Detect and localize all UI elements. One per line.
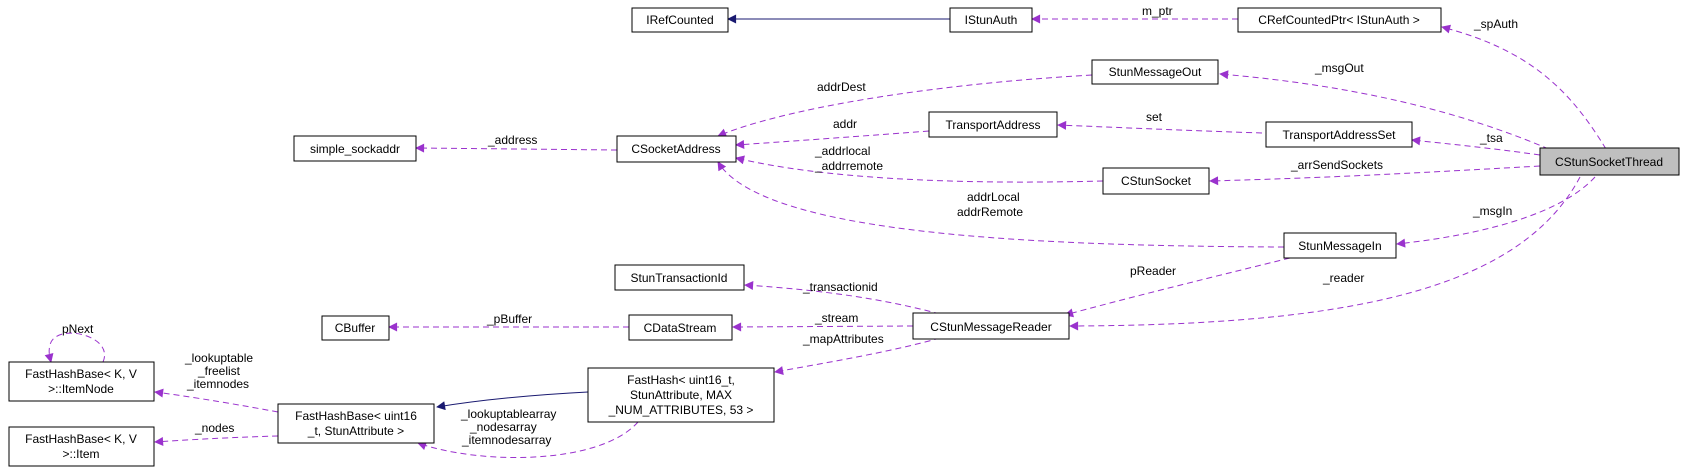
edge-label-addr: addr: [833, 117, 857, 131]
edge-stunmessagein-reader: [1064, 257, 1291, 318]
edge-label-reader: _reader: [1322, 271, 1364, 285]
svg-text:StunMessageOut: StunMessageOut: [1109, 65, 1202, 79]
edge-label-addrlocal-remote-caps: addrLocal: [967, 190, 1020, 204]
svg-text:StunMessageIn: StunMessageIn: [1298, 239, 1381, 253]
edge-label-pbuffer: _pBuffer: [486, 312, 532, 326]
edge-csocketaddress-simplesockaddr: [415, 143, 618, 153]
edge-itemnode-pnext: [44, 332, 106, 363]
node-crefcountedptr[interactable]: CRefCountedPtr< IStunAuth >: [1237, 7, 1442, 33]
node-istunauth[interactable]: IStunAuth: [949, 7, 1033, 33]
svg-text:CBuffer: CBuffer: [335, 321, 375, 335]
edge-label-addrdest: addrDest: [817, 80, 866, 94]
edge-label-freelist: _freelist: [197, 364, 241, 378]
edge-tasset-transportaddress: [1057, 120, 1263, 134]
node-irefcounted[interactable]: IRefCounted: [631, 7, 729, 33]
edge-label-nodes: _nodes: [194, 421, 234, 435]
edge-cstunsocket-csocketaddress: [735, 155, 1104, 183]
svg-text:CDataStream: CDataStream: [644, 321, 717, 335]
node-stunmessagein[interactable]: StunMessageIn: [1283, 232, 1397, 259]
svg-text:CStunMessageReader: CStunMessageReader: [930, 320, 1051, 334]
node-stuntransactionid[interactable]: StunTransactionId: [614, 264, 745, 291]
edge-label-preader: pReader: [1130, 264, 1176, 278]
edge-label-itemnodesarray: _itemnodesarray: [461, 433, 551, 447]
svg-text:StunAttribute, MAX: StunAttribute, MAX: [630, 388, 732, 402]
edge-thread-stunmessageout: [1219, 70, 1559, 154]
node-fasthashbase-uint16[interactable]: FastHashBase< uint16 _t, StunAttribute >: [277, 403, 435, 444]
edge-thread-tasset: [1411, 136, 1541, 156]
svg-text:_NUM_ATTRIBUTES, 53 >: _NUM_ATTRIBUTES, 53 >: [608, 403, 754, 417]
svg-text:FastHashBase< uint16: FastHashBase< uint16: [295, 409, 417, 423]
edge-reader-transactionid: [744, 281, 941, 315]
svg-text:CStunSocket: CStunSocket: [1121, 174, 1192, 188]
node-cdatastream[interactable]: CDataStream: [628, 314, 733, 341]
edge-fasthash-fhbuint16-arrays: [417, 421, 639, 458]
edge-label-itemnodes: _itemnodes: [186, 377, 249, 391]
node-transportaddress[interactable]: TransportAddress: [928, 111, 1058, 138]
edge-label-nodesarray: _nodesarray: [469, 420, 537, 434]
edge-label-arrsendsockets: _arrSendSockets: [1290, 158, 1383, 172]
svg-text:CStunSocketThread: CStunSocketThread: [1555, 155, 1663, 169]
edge-reader-cdatastream: [732, 322, 914, 332]
edge-label-m-ptr: m_ptr: [1142, 4, 1173, 18]
svg-text:IStunAuth: IStunAuth: [965, 13, 1018, 27]
edge-fasthash-reader: [774, 337, 941, 375]
node-simple-sockaddr[interactable]: simple_sockaddr: [293, 135, 417, 162]
edge-label-lookuptable: _lookuptable: [184, 351, 253, 365]
edge-label-lookuptablearray: _lookuptablearray: [460, 407, 556, 421]
edge-label-spauth: _spAuth: [1473, 17, 1518, 31]
node-transportaddressset[interactable]: TransportAddressSet: [1265, 121, 1413, 148]
node-csocketaddress[interactable]: CSocketAddress: [616, 135, 737, 163]
svg-text:_t, StunAttribute >: _t, StunAttribute >: [307, 424, 404, 438]
svg-text:CRefCountedPtr< IStunAuth >: CRefCountedPtr< IStunAuth >: [1258, 13, 1419, 27]
edge-label-msgin: _msgIn: [1472, 204, 1512, 218]
svg-text:FastHashBase< K, V: FastHashBase< K, V: [25, 367, 137, 381]
edge-thread-reader: [1069, 176, 1581, 331]
edge-stunmessagein-csocketaddress: [717, 161, 1285, 248]
svg-text:FastHashBase< K, V: FastHashBase< K, V: [25, 432, 137, 446]
svg-text:>::Item: >::Item: [62, 447, 99, 461]
node-stunmessageout[interactable]: StunMessageOut: [1091, 59, 1219, 85]
edge-label-address: _address: [487, 133, 537, 147]
edge-label-set: set: [1146, 110, 1163, 124]
edge-label-tsa: _tsa: [1479, 131, 1503, 145]
edge-label-addrlocal-remote-caps-2: addrRemote: [957, 205, 1023, 219]
svg-text:IRefCounted: IRefCounted: [646, 13, 713, 27]
edge-thread-stunmessagein: [1396, 176, 1596, 248]
svg-text:CSocketAddress: CSocketAddress: [631, 142, 720, 156]
node-cbuffer[interactable]: CBuffer: [321, 315, 390, 341]
edge-transportaddress-csocketaddress: [735, 130, 930, 149]
edge-label-transactionid: _transactionid: [802, 280, 878, 294]
edge-fhbuint16-item: [154, 435, 279, 446]
node-fasthashbase-itemnode[interactable]: FastHashBase< K, V >::ItemNode: [8, 361, 155, 402]
edge-label-addrlocal-remote: _addrlocal: [814, 144, 870, 158]
edge-fhbuint16-itemnode: [154, 388, 279, 413]
edge-thread-crefcountedptr: [1441, 24, 1607, 150]
edge-label-pnext: pNext: [62, 322, 94, 336]
node-fasthash[interactable]: FastHash< uint16_t, StunAttribute, MAX _…: [587, 367, 775, 423]
edge-label-addrlocal-remote-2: _addrremote: [814, 159, 883, 173]
edge-label-msgout: _msgOut: [1314, 61, 1364, 75]
edge-label-mapattributes: _mapAttributes: [802, 332, 884, 346]
svg-text:TransportAddress: TransportAddress: [946, 118, 1041, 132]
svg-text:StunTransactionId: StunTransactionId: [631, 271, 728, 285]
svg-text:simple_sockaddr: simple_sockaddr: [310, 142, 400, 156]
svg-text:>::ItemNode: >::ItemNode: [48, 382, 114, 396]
edge-fasthash-fhbuint16: [436, 391, 589, 411]
node-cstunsocketthread[interactable]: CStunSocketThread: [1539, 147, 1680, 176]
node-fasthashbase-item[interactable]: FastHashBase< K, V >::Item: [8, 426, 155, 467]
node-cstunsocket[interactable]: CStunSocket: [1102, 167, 1210, 195]
edge-thread-cstunsocket: [1209, 165, 1541, 186]
edge-label-stream: _stream: [814, 311, 858, 325]
node-cstunmessagereader[interactable]: CStunMessageReader: [912, 312, 1070, 340]
svg-text:TransportAddressSet: TransportAddressSet: [1283, 128, 1397, 142]
svg-text:FastHash< uint16_t,: FastHash< uint16_t,: [627, 373, 735, 387]
